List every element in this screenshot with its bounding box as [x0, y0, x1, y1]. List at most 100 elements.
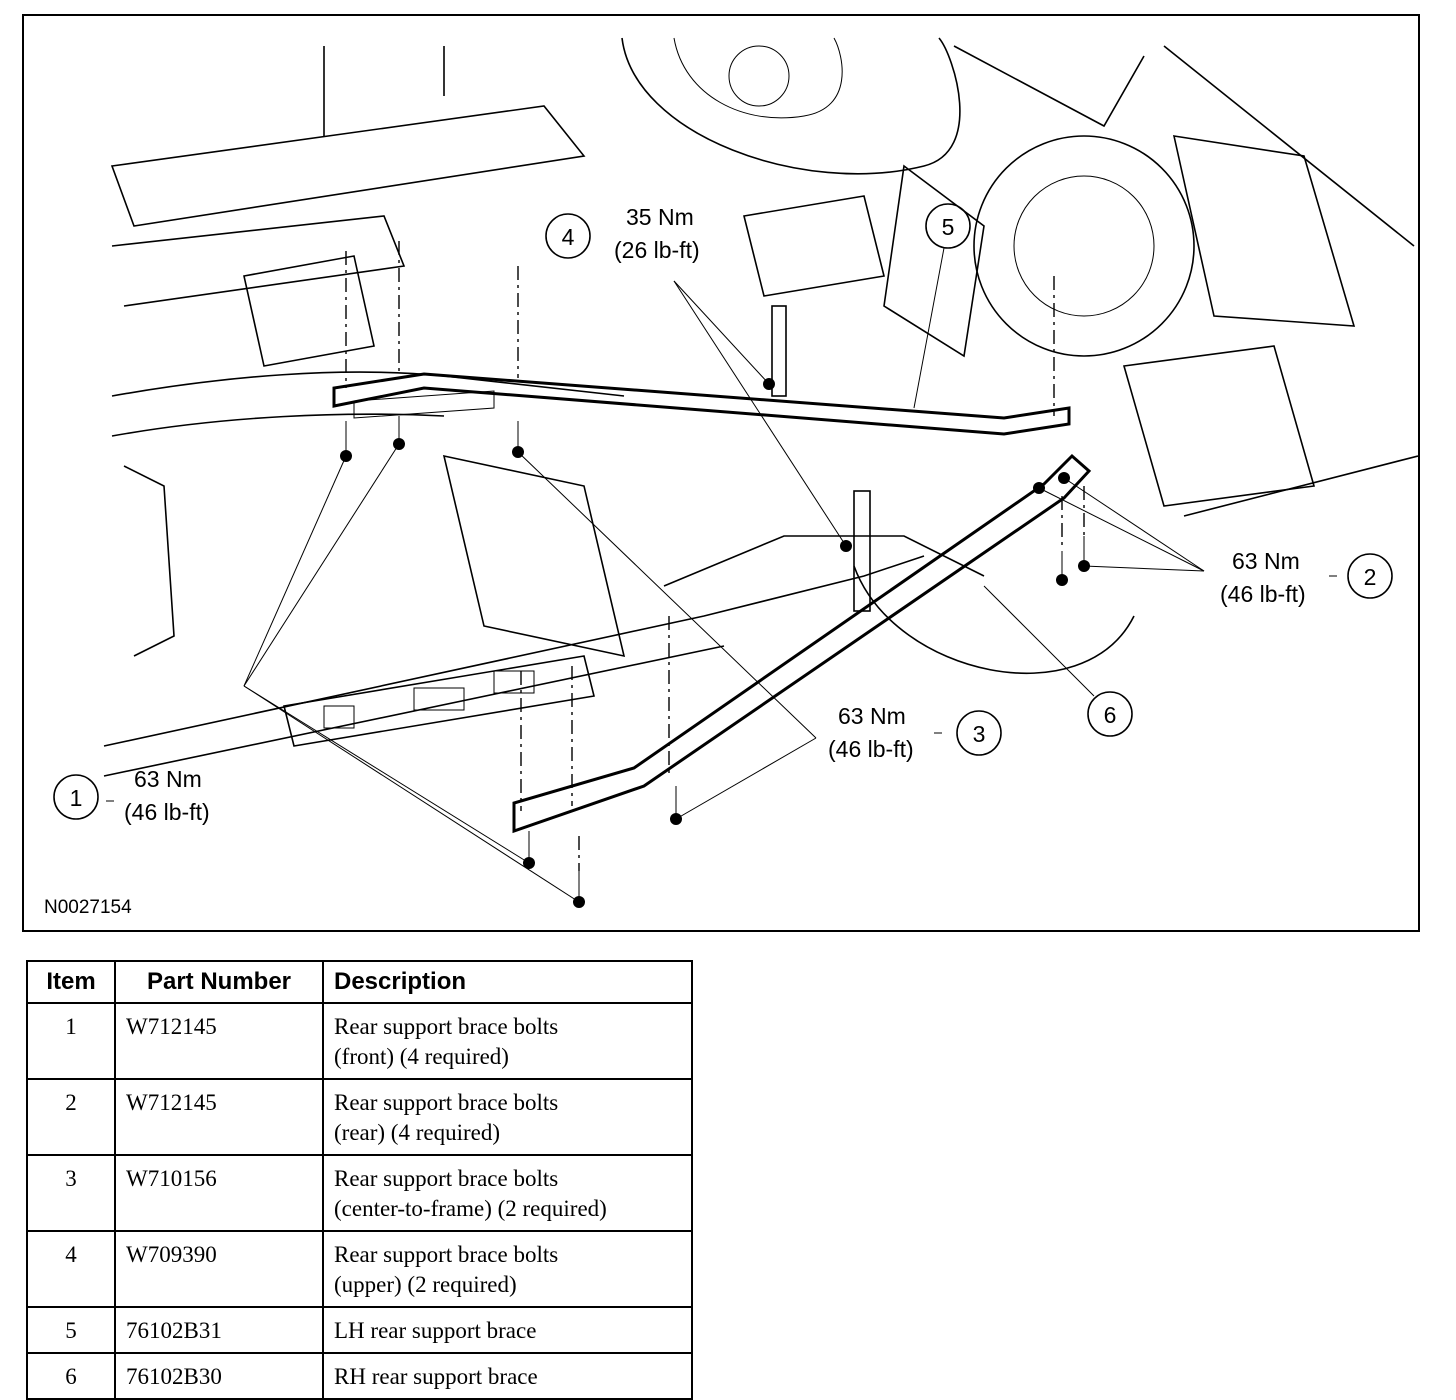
torque-lbft: (26 lb-ft) [614, 237, 700, 263]
parts-table: Item Part Number Description 1 W712145 R… [26, 960, 693, 1400]
leader-lines [106, 247, 1337, 903]
table-row: 3 W710156 Rear support brace bolts (cente… [26, 1154, 693, 1232]
slot-3 [493, 670, 535, 694]
table-header-row: Item Part Number Description [26, 960, 693, 1004]
body-edge-right-lower [1183, 455, 1418, 517]
slot-2 [413, 687, 465, 711]
callout-circle [53, 774, 99, 820]
exploded-view-diagram: 1 63 Nm (46 lb-ft) 2 63 Nm (46 lb-ft) 3 … [22, 14, 1420, 932]
crossmember-front-lower [111, 413, 445, 437]
callout-number: 6 [1104, 702, 1117, 728]
cell-description: Rear support brace bolts (rear) (4 requir… [322, 1078, 693, 1156]
bolt-front-4 [573, 871, 585, 908]
frame-bracket-left [123, 465, 175, 657]
leader-5 [913, 247, 945, 409]
cell-item: 1 [26, 1002, 116, 1080]
callout-3: 3 63 Nm (46 lb-ft) [828, 703, 1002, 762]
cell-part-number: W712145 [114, 1078, 324, 1156]
table-row: 1 W712145 Rear support brace bolts(front… [26, 1002, 693, 1080]
body-panel-left-upper [110, 105, 586, 227]
slot-1 [323, 705, 355, 729]
leader-2-c [1083, 565, 1205, 572]
leader-2-a [1038, 487, 1205, 572]
callout-number: 4 [562, 224, 575, 250]
callout-5: 5 [925, 203, 971, 249]
body-panel-left [111, 215, 406, 307]
header-item: Item [26, 960, 116, 1004]
lh-rear-support-brace [332, 372, 1071, 436]
desc-line: Rear support brace bolts [334, 1166, 559, 1191]
figure-id-code: N0027154 [44, 897, 132, 918]
leader-1-b [243, 443, 400, 687]
desc-line: (center-to-frame) (2 required) [334, 1196, 607, 1221]
cell-item: 6 [26, 1352, 116, 1400]
shock-absorber-left [771, 305, 787, 397]
leader-3-b [675, 737, 817, 820]
brace-flange-left [353, 390, 495, 419]
bolt-center-2 [670, 786, 682, 825]
cell-description: RH rear support brace [322, 1352, 693, 1400]
vehicle-underbody-art [103, 37, 1418, 777]
torque-nm: 63 Nm [134, 766, 202, 792]
cell-part-number: W709390 [114, 1230, 324, 1308]
callout-circle [925, 203, 971, 249]
rh-rear-support-brace [512, 453, 1092, 834]
frame-rail-lower-edge [103, 645, 725, 777]
desc-line: (rear) (4 required) [334, 1120, 500, 1145]
cell-part-number: 76102B30 [114, 1352, 324, 1400]
callout-4: 4 35 Nm (26 lb-ft) [545, 204, 700, 263]
diagram-drawing: 1 63 Nm (46 lb-ft) 2 63 Nm (46 lb-ft) 3 … [44, 37, 1418, 918]
leader-1-c [243, 685, 530, 864]
callout-2: 2 63 Nm (46 lb-ft) [1220, 548, 1393, 607]
cell-part-number: W710156 [114, 1154, 324, 1232]
leader-1-d [243, 685, 580, 903]
leader-6 [983, 585, 1095, 697]
panel-right-lower [1122, 345, 1316, 507]
table-row: 6 76102B30 RH rear support brace [26, 1352, 693, 1400]
header-description: Description [322, 960, 693, 1004]
callout-6: 6 [1087, 691, 1133, 737]
cell-item: 2 [26, 1078, 116, 1156]
bolt-front-1 [340, 421, 352, 462]
cell-item: 3 [26, 1154, 116, 1232]
fuel-tank-edge [743, 195, 885, 297]
cell-description: Rear support brace bolts(upper) (2 requi… [322, 1230, 693, 1308]
desc-line: RH rear support brace [334, 1364, 538, 1389]
desc-line: Rear support brace bolts [334, 1090, 559, 1115]
bolt-front-3 [523, 831, 535, 869]
leader-2-b [1063, 477, 1205, 572]
spare-tire-outline [621, 37, 961, 175]
spare-tire-rim [673, 37, 843, 119]
alignment-lines [345, 241, 1085, 871]
callout-number: 1 [70, 785, 83, 811]
frame-rail-slots [283, 655, 595, 747]
torque-nm: 35 Nm [626, 204, 694, 230]
desc-line: (upper) (2 required) [334, 1272, 517, 1297]
cell-description: LH rear support brace [322, 1306, 693, 1354]
body-line-3 [953, 45, 1145, 128]
callout-1: 1 63 Nm (46 lb-ft) [53, 766, 210, 825]
callout-number: 5 [942, 214, 955, 240]
differential-housing [973, 135, 1195, 357]
leader-4-a [673, 280, 770, 385]
cell-item: 5 [26, 1306, 116, 1354]
callout-circle [1347, 553, 1393, 599]
callout-number: 3 [973, 721, 986, 747]
cell-item: 4 [26, 1230, 116, 1308]
table-row: 2 W712145 Rear support brace bolts (rear)… [26, 1078, 693, 1156]
cell-part-number: 76102B31 [114, 1306, 324, 1354]
frame-rail-lower-left [103, 555, 925, 747]
leader-4-b [673, 280, 847, 547]
desc-line: Rear support brace bolts [334, 1014, 559, 1039]
suspension-link [883, 164, 985, 358]
callout-circle [956, 710, 1002, 756]
frame-box-center [442, 454, 626, 658]
header-part-number: Part Number [114, 960, 324, 1004]
table-row: 5 76102B31 LH rear support brace [26, 1306, 693, 1354]
torque-lbft: (46 lb-ft) [124, 799, 210, 825]
torque-nm: 63 Nm [1232, 548, 1300, 574]
body-edge-right [1163, 45, 1415, 247]
desc-line: LH rear support brace [334, 1318, 537, 1343]
spring-box-right [1172, 135, 1356, 327]
torque-lbft: (46 lb-ft) [1220, 581, 1306, 607]
